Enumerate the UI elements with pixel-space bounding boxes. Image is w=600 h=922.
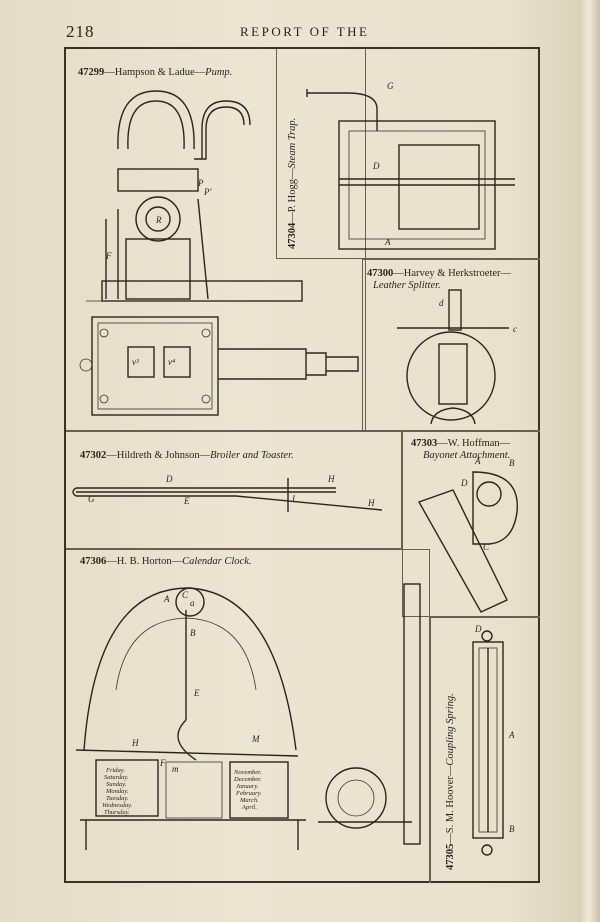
pump-handle-arc bbox=[117, 90, 195, 150]
label-b-bayonet: B bbox=[509, 458, 515, 468]
figure-broiler: 47302—Hildreth & Johnson—Broiler and Toa… bbox=[66, 431, 402, 549]
day-2: Sunday. bbox=[106, 781, 127, 788]
caption-calendar-clock: 47306—H. B. Horton—Calendar Clock. bbox=[80, 556, 252, 567]
figure-steam-trap: 47304—P. Hogg—Steam Trap. G D A bbox=[276, 49, 540, 259]
label-v4: v⁴ bbox=[168, 357, 175, 367]
label-r: R bbox=[155, 215, 162, 225]
label-h-bottom: H bbox=[367, 498, 375, 508]
label-h-clock: H bbox=[131, 738, 139, 748]
month-0: November. bbox=[233, 769, 262, 776]
caption-bayonet-1: 47303—W. Hoffman— bbox=[411, 438, 511, 449]
label-m-clock: M bbox=[251, 734, 260, 744]
coupling-spring-drawing: D A B bbox=[472, 624, 515, 856]
label-c-bayonet: C bbox=[483, 542, 490, 552]
label-d-broiler: D bbox=[165, 474, 173, 484]
label-p-prime: P' bbox=[203, 187, 212, 197]
day-4: Tuesday. bbox=[106, 795, 129, 802]
label-v3: v³ bbox=[132, 357, 139, 367]
caption-bayonet-2: Bayonet Attachment. bbox=[423, 450, 511, 461]
figure-bayonet: 47303—W. Hoffman— Bayonet Attachment. A … bbox=[402, 431, 540, 617]
month-2: January. bbox=[236, 783, 259, 790]
month-4: March. bbox=[239, 797, 259, 804]
steam-trap-drawing: G D A bbox=[306, 81, 515, 250]
page-number: 218 bbox=[66, 22, 95, 41]
book-spine-edge bbox=[578, 0, 600, 922]
broiler-drawing: D H G E I H bbox=[72, 474, 383, 512]
patent-plate: 47299—Hampson & Ladue—Pump. P P' F R bbox=[64, 47, 540, 883]
figure-pump: 47299—Hampson & Ladue—Pump. P P' F R bbox=[66, 49, 366, 431]
label-a-small-clock: a bbox=[190, 598, 195, 608]
day-5: Wednesday. bbox=[102, 802, 133, 809]
caption-pump: 47299—Hampson & Ladue—Pump. bbox=[78, 67, 233, 78]
caption-leather-splitter-2: Leather Splitter. bbox=[373, 280, 441, 291]
clock-case-arch bbox=[83, 587, 297, 751]
page-header: 218 REPORT OF THE bbox=[66, 22, 536, 44]
label-a-spring: A bbox=[508, 730, 515, 740]
label-a-bayonet: A bbox=[474, 456, 481, 466]
month-1: December. bbox=[233, 776, 262, 783]
label-i: I bbox=[291, 494, 296, 504]
label-d: D bbox=[372, 161, 380, 171]
label-m-small-clock: m bbox=[172, 764, 179, 774]
label-b-spring: B bbox=[509, 824, 515, 834]
label-d-bayonet: D bbox=[460, 478, 468, 488]
label-f: F bbox=[105, 251, 112, 261]
day-0: Friday. bbox=[105, 767, 125, 774]
caption-broiler: 47302—Hildreth & Johnson—Broiler and Toa… bbox=[80, 450, 294, 461]
label-p: P bbox=[197, 178, 204, 188]
day-3: Monday. bbox=[105, 788, 129, 795]
month-3: February. bbox=[235, 790, 262, 797]
label-g: G bbox=[387, 81, 394, 91]
label-c-clock: C bbox=[182, 590, 189, 600]
label-h-top: H bbox=[327, 474, 335, 484]
leather-splitter-drawing: d c bbox=[397, 289, 517, 425]
label-b-clock: B bbox=[190, 628, 196, 638]
month-5: April. bbox=[241, 804, 257, 811]
label-g-broiler: G bbox=[88, 494, 95, 504]
day-6: Thursday. bbox=[104, 809, 130, 816]
day-1: Saturday. bbox=[104, 774, 129, 781]
calendar-clock-drawing: A C a B E H M F m Friday. Saturday. Sund… bbox=[75, 583, 421, 850]
label-d-small: d bbox=[439, 298, 444, 308]
label-e-clock: E bbox=[193, 688, 200, 698]
figure-leather-splitter: 47300—Harvey & Herkstroeter— Leather Spl… bbox=[362, 259, 540, 431]
pump-drawing: P P' F R v³ v⁴ bbox=[79, 90, 359, 416]
figure-calendar-clock: 47306—H. B. Horton—Calendar Clock. bbox=[66, 549, 430, 883]
bayonet-drawing: A B D C bbox=[417, 456, 518, 613]
label-a: A bbox=[384, 237, 391, 247]
label-c: c bbox=[513, 324, 517, 334]
caption-leather-splitter-1: 47300—Harvey & Herkstroeter— bbox=[367, 268, 512, 279]
figure-coupling-spring: 47305—S. M. Hoover—Coupling Spring. D A … bbox=[430, 617, 540, 883]
label-d-spring: D bbox=[474, 624, 482, 634]
label-e-broiler: E bbox=[183, 496, 190, 506]
label-f-clock: F bbox=[159, 758, 166, 768]
label-a-clock: A bbox=[163, 594, 170, 604]
running-title: REPORT OF THE bbox=[240, 24, 370, 39]
